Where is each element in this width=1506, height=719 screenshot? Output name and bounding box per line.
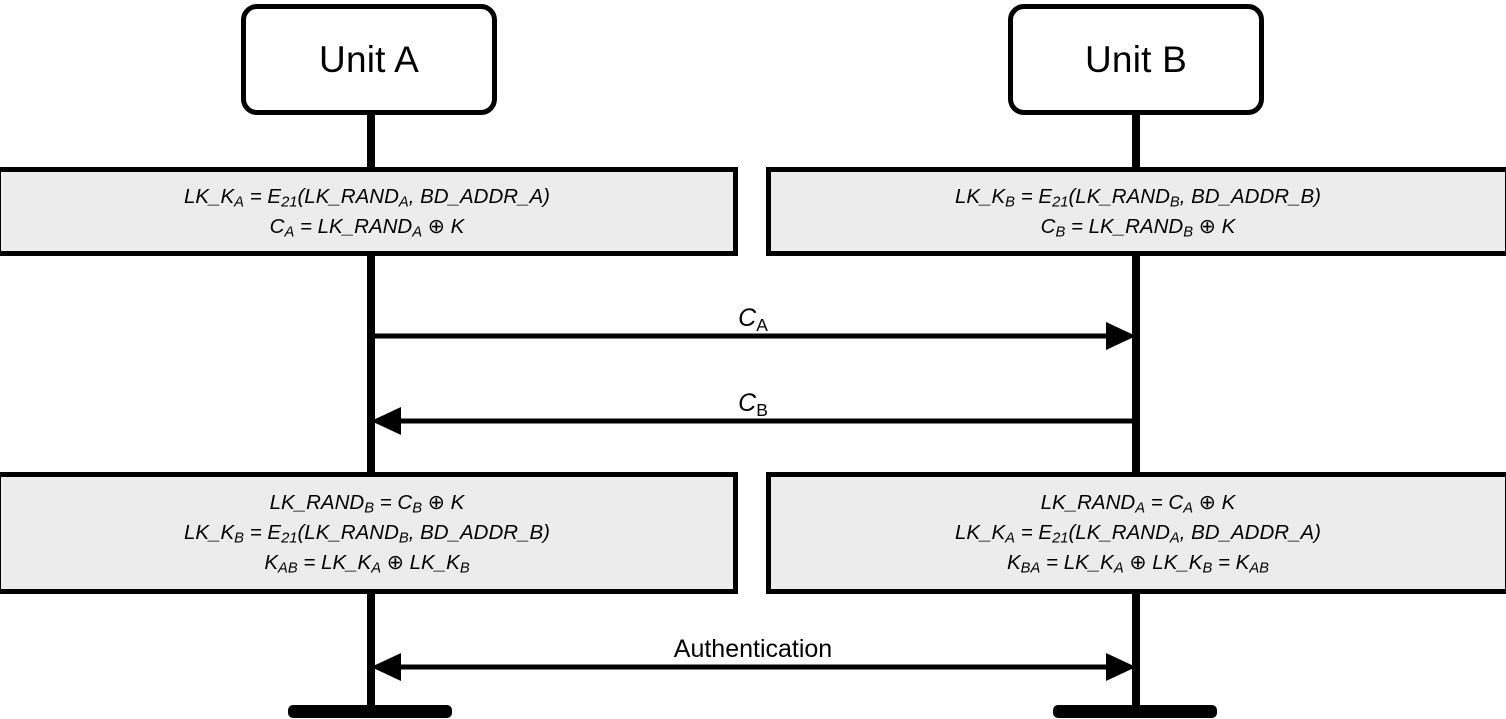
- arrow-authentication: [371, 653, 1136, 681]
- formula-line: CA = LK_RANDA ⊕ K: [269, 214, 465, 241]
- message-label-text: C: [738, 389, 757, 417]
- unit-b-label: Unit B: [1085, 39, 1187, 80]
- message-label-subscript: B: [756, 399, 768, 420]
- arrow-ca: [371, 322, 1136, 350]
- formula-line: LK_KB = E21(LK_RANDB, BD_ADDR_B): [184, 521, 550, 547]
- formula-line: LK_KA = E21(LK_RANDA, BD_ADDR_A): [955, 521, 1321, 547]
- message-label-text: Authentication: [673, 635, 833, 663]
- formula-line: CB = LK_RANDB ⊕ K: [1040, 214, 1236, 241]
- process-box-unit-a-keygen[interactable]: LK_KA = E21(LK_RANDA, BD_ADDR_A) CA = LK_…: [0, 167, 738, 256]
- terminator-bar-a: [288, 705, 452, 718]
- process-box-unit-b-keygen[interactable]: LK_KB = E21(LK_RANDB, BD_ADDR_B) CB = LK_…: [766, 167, 1506, 256]
- terminator-bar-b: [1053, 705, 1217, 718]
- message-label-authentication: Authentication: [0, 637, 1506, 662]
- message-label-cb: CB: [0, 389, 1506, 419]
- process-box-unit-b-combine[interactable]: LK_RANDA = CA ⊕ K LK_KA = E21(LK_RANDA, B…: [766, 472, 1506, 594]
- formula-line: LK_KA = E21(LK_RANDA, BD_ADDR_A): [184, 184, 550, 211]
- formula-line: KBA = LK_KA ⊕ LK_KB = KAB: [1006, 550, 1270, 577]
- formula-line: LK_RANDB = CB ⊕ K: [269, 491, 465, 518]
- message-label-ca: CA: [0, 304, 1506, 334]
- message-label-subscript: A: [756, 314, 768, 335]
- arrow-cb: [371, 407, 1136, 435]
- formula-line: LK_KB = E21(LK_RANDB, BD_ADDR_B): [955, 184, 1321, 211]
- formula-line: LK_RANDA = CA ⊕ K: [1040, 491, 1236, 518]
- message-label-text: C: [738, 304, 757, 332]
- unit-a-box[interactable]: Unit A: [241, 4, 497, 115]
- process-box-unit-a-combine[interactable]: LK_RANDB = CB ⊕ K LK_KB = E21(LK_RANDB, B…: [0, 472, 738, 594]
- unit-b-box[interactable]: Unit B: [1008, 4, 1264, 115]
- formula-line: KAB = LK_KA ⊕ LK_KB: [264, 550, 470, 577]
- unit-a-label: Unit A: [319, 39, 419, 80]
